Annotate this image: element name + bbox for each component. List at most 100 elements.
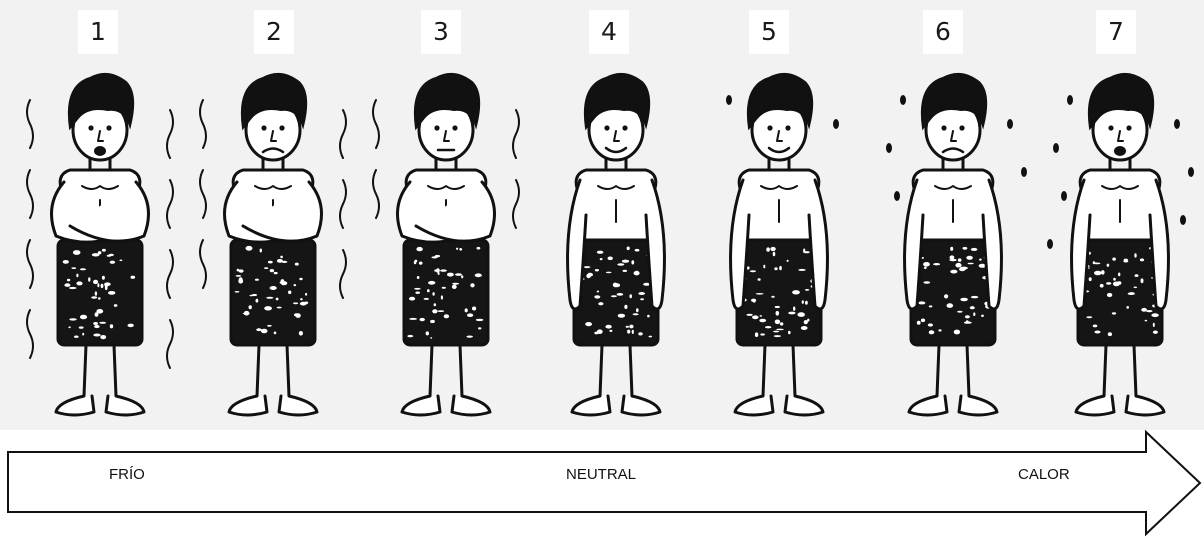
- towel-speck: [79, 326, 84, 328]
- towel-speck: [746, 314, 752, 316]
- towel-speck: [409, 297, 415, 301]
- towel: [231, 240, 315, 345]
- towel-speck: [1113, 278, 1116, 281]
- towel-speck: [69, 318, 76, 320]
- towel-speck: [239, 269, 244, 272]
- towel-speck: [295, 313, 300, 318]
- towel-speck: [299, 278, 302, 280]
- towel-speck: [128, 324, 134, 328]
- towel-speck: [470, 283, 474, 287]
- mouth-chattering: [94, 146, 106, 156]
- towel-speck: [750, 270, 756, 272]
- towel-speck: [424, 298, 430, 300]
- towel-speck: [295, 263, 299, 266]
- towel-speck: [430, 337, 432, 339]
- towel-speck: [442, 287, 446, 289]
- sweat-drop: [1021, 167, 1027, 177]
- towel-speck: [805, 289, 809, 291]
- towel-speck: [63, 260, 69, 264]
- towel-speck: [917, 321, 921, 325]
- towel-speck: [1107, 264, 1110, 267]
- towel-speck: [455, 273, 462, 276]
- towel-speck: [107, 255, 111, 257]
- right-eye: [1126, 125, 1131, 130]
- right-eye: [959, 125, 964, 130]
- towel-speck: [638, 332, 642, 335]
- towel-speck: [102, 249, 106, 252]
- towel-speck: [1089, 277, 1092, 281]
- towel-speck: [600, 258, 603, 260]
- towel-speck: [1134, 253, 1136, 257]
- sweat-drop: [726, 95, 732, 105]
- towel-speck: [1093, 261, 1096, 264]
- sweat-drop: [900, 95, 906, 105]
- towel-speck: [971, 296, 978, 298]
- towel-speck: [407, 335, 413, 337]
- towel-speck: [414, 288, 421, 290]
- towel-speck: [597, 291, 599, 293]
- sweat-drop: [1174, 119, 1180, 129]
- towel-speck: [966, 256, 973, 260]
- right-eye: [622, 125, 627, 130]
- towel-speck: [114, 304, 118, 307]
- towel-speck: [99, 322, 106, 324]
- towel-speck: [447, 273, 454, 277]
- towel-speck: [267, 325, 272, 327]
- scale-number-1: 1: [78, 10, 118, 54]
- towel-speck: [807, 319, 809, 322]
- towel-speck: [960, 298, 968, 301]
- towel-speck: [415, 292, 420, 294]
- sweat-drop: [1067, 95, 1073, 105]
- towel-speck: [266, 297, 273, 299]
- towel-speck: [1108, 332, 1112, 336]
- towel-speck: [1151, 313, 1158, 317]
- towel-speck: [647, 315, 650, 318]
- towel-speck: [973, 312, 975, 316]
- towel-speck: [467, 313, 473, 317]
- towel-speck: [93, 334, 100, 337]
- towel-speck: [585, 322, 592, 326]
- towel-speck: [1118, 273, 1120, 277]
- towel-speck: [102, 276, 105, 280]
- towel-speck: [64, 283, 70, 287]
- towel-speck: [923, 262, 930, 267]
- towel-speck: [300, 298, 303, 300]
- towel-speck: [1112, 258, 1116, 261]
- left-eye: [434, 125, 439, 130]
- towel-speck: [246, 246, 253, 251]
- sweat-drop: [894, 191, 900, 201]
- left-eye: [941, 125, 946, 130]
- towel-speck: [1117, 281, 1121, 285]
- towel-speck: [798, 269, 806, 271]
- towel-speck: [1106, 282, 1111, 285]
- towel-speck: [1146, 310, 1153, 312]
- towel-speck: [304, 302, 308, 305]
- towel-speck: [957, 311, 963, 313]
- towel-speck: [595, 269, 599, 271]
- towel-speck: [276, 298, 279, 301]
- towel-speck: [981, 315, 984, 317]
- towel-speck: [759, 319, 766, 322]
- towel-speck: [476, 319, 484, 321]
- towel-speck: [427, 289, 430, 292]
- right-eye: [785, 125, 790, 130]
- towel-speck: [1153, 331, 1158, 334]
- towel: [574, 240, 658, 345]
- towel-speck: [1107, 293, 1112, 297]
- towel-speck: [617, 263, 624, 266]
- towel-speck: [299, 331, 303, 336]
- towel-speck: [419, 262, 423, 265]
- towel-speck: [634, 271, 640, 276]
- towel-speck: [938, 329, 941, 331]
- towel-speck: [797, 312, 805, 317]
- towel-speck: [606, 272, 612, 274]
- towel-speck: [594, 295, 600, 298]
- towel-speck: [632, 330, 634, 334]
- left-eye: [1108, 125, 1113, 130]
- towel-speck: [766, 247, 770, 251]
- towel-speck: [244, 311, 250, 316]
- towel-speck: [947, 303, 954, 308]
- towel-speck: [801, 326, 808, 330]
- towel-speck: [779, 266, 782, 270]
- towel-speck: [76, 281, 82, 285]
